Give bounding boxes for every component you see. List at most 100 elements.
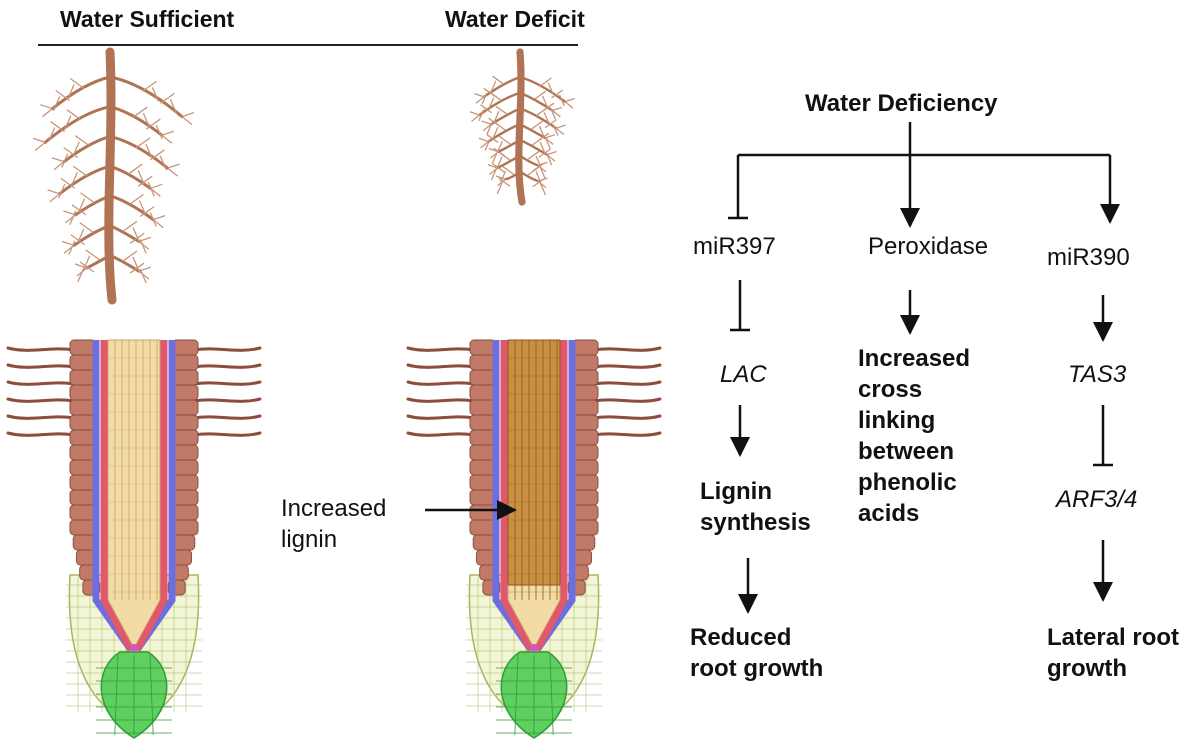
node-arf3-4: ARF3/4 bbox=[1056, 486, 1138, 513]
cortex-cell bbox=[171, 399, 199, 416]
cortex-cell bbox=[171, 414, 199, 431]
root-hair bbox=[592, 346, 662, 352]
fine-root bbox=[530, 120, 545, 138]
cortex-cell bbox=[571, 339, 599, 356]
fine-root bbox=[129, 232, 147, 254]
node-lateral-root-growth: Lateral root growth bbox=[1047, 624, 1180, 682]
cortex-cell bbox=[171, 504, 199, 521]
root-cap-cell bbox=[549, 654, 554, 736]
root-tip-hair bbox=[495, 175, 507, 187]
root-hair bbox=[406, 431, 476, 437]
root-hair bbox=[6, 397, 76, 403]
lateral-root bbox=[497, 138, 522, 153]
cortex-cell bbox=[571, 429, 599, 446]
root-hair bbox=[592, 380, 662, 386]
lateral-root bbox=[72, 224, 112, 247]
cortex-cell bbox=[69, 459, 97, 476]
node-water-deficiency: Water Deficiency bbox=[805, 90, 998, 117]
cortex-cell bbox=[469, 414, 497, 431]
root-hair bbox=[192, 346, 262, 352]
root-tip-hair bbox=[47, 189, 61, 203]
lateral-root bbox=[518, 91, 554, 112]
lateral-root bbox=[108, 164, 152, 190]
node-peroxidase: Peroxidase bbox=[868, 233, 989, 260]
root-tip-hair bbox=[555, 124, 566, 136]
root-tip-sufficient bbox=[6, 339, 262, 739]
root-hair bbox=[192, 397, 262, 403]
cortex-cell bbox=[69, 369, 97, 386]
root-hair bbox=[6, 380, 76, 386]
root-hair bbox=[406, 363, 476, 369]
increased-lignin-label: Increased lignin bbox=[281, 495, 387, 553]
node-mir390: miR390 bbox=[1047, 244, 1130, 271]
root-tip-hair bbox=[478, 137, 489, 149]
cortex-cell bbox=[171, 489, 199, 506]
root-hair bbox=[6, 431, 76, 437]
lateral-root bbox=[478, 91, 522, 117]
header-water-sufficient: Water Sufficient bbox=[60, 6, 235, 32]
cortex-cell bbox=[469, 429, 497, 446]
cortex-cell bbox=[69, 519, 97, 536]
lateral-root bbox=[518, 154, 540, 167]
lateral-root bbox=[62, 134, 112, 164]
node-tas3: TAS3 bbox=[1068, 361, 1127, 388]
cortex-cell bbox=[571, 384, 599, 401]
lateral-root bbox=[490, 107, 522, 126]
root-tip-hair bbox=[551, 106, 563, 118]
lateral-root bbox=[58, 164, 112, 196]
root-tip-hair bbox=[469, 111, 480, 122]
lateral-root bbox=[108, 224, 141, 243]
fine-root bbox=[544, 119, 559, 136]
cortex-cell bbox=[469, 519, 497, 536]
root-hair bbox=[192, 380, 262, 386]
cortex-cell bbox=[171, 354, 199, 371]
fine-root bbox=[48, 121, 66, 142]
lateral-root bbox=[518, 75, 567, 103]
fine-root bbox=[122, 250, 140, 272]
cortex-cell bbox=[571, 354, 599, 371]
lateral-root bbox=[504, 170, 522, 181]
root-tip-hair bbox=[167, 163, 180, 177]
root-hair bbox=[406, 346, 476, 352]
taproot bbox=[104, 47, 117, 305]
lateral-root bbox=[496, 154, 522, 170]
root-hair bbox=[6, 363, 76, 369]
cortex-cell bbox=[571, 489, 599, 506]
fine-root bbox=[551, 89, 565, 107]
endodermis-layer bbox=[533, 340, 568, 652]
cortex-cell bbox=[571, 414, 599, 431]
lateral-root bbox=[85, 253, 112, 270]
fine-root bbox=[496, 135, 511, 153]
fine-root bbox=[53, 89, 71, 111]
root-tip-hair bbox=[152, 215, 166, 229]
fine-root bbox=[478, 104, 493, 122]
fine-root bbox=[135, 137, 153, 159]
cortex-cell bbox=[69, 429, 97, 446]
cortex-cell bbox=[69, 444, 97, 461]
fine-root bbox=[70, 165, 88, 187]
root-tip-hair bbox=[474, 92, 485, 104]
pathway-connectors bbox=[728, 122, 1120, 614]
cortex-cell bbox=[571, 504, 599, 521]
fine-root bbox=[488, 92, 503, 110]
fine-root bbox=[58, 177, 76, 199]
root-hair bbox=[406, 397, 476, 403]
cortex-cell bbox=[469, 504, 497, 521]
node-lignin-synthesis: Lignin synthesis bbox=[700, 478, 811, 536]
fine-root bbox=[539, 77, 554, 95]
fine-root bbox=[61, 147, 79, 168]
fine-root bbox=[132, 106, 150, 128]
lateral-root bbox=[487, 122, 522, 143]
lateral-root bbox=[518, 107, 558, 130]
cortex-cell bbox=[469, 384, 497, 401]
root-tip-hair bbox=[138, 266, 152, 280]
root-tip-hair bbox=[546, 150, 557, 162]
root-tip-hair bbox=[181, 111, 195, 126]
endodermis-layer bbox=[133, 340, 168, 652]
cortex-cell bbox=[571, 399, 599, 416]
cortex-cell bbox=[571, 444, 599, 461]
root-tip-hair bbox=[564, 97, 575, 109]
root-hair bbox=[592, 363, 662, 369]
cortex-cell bbox=[171, 474, 199, 491]
fine-root bbox=[127, 163, 145, 185]
